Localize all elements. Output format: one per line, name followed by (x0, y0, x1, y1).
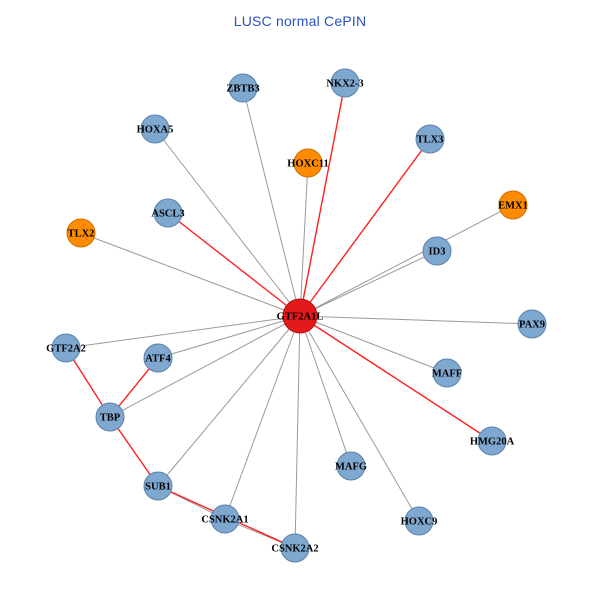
node-circle-ZBTB3[interactable] (228, 73, 258, 103)
edge-GTF2A1L-TBP (109, 315, 301, 418)
edge-GTF2A1L-TLX2 (80, 232, 301, 317)
plot-title: LUSC normal CePIN (233, 13, 367, 29)
node-circle-SUB1[interactable] (143, 471, 173, 501)
node-circle-CSNK2A2[interactable] (280, 533, 310, 563)
edge-GTF2A1L-SUB1 (157, 315, 301, 487)
node-circle-GTF2A1L[interactable] (282, 298, 318, 334)
node-circle-PAX9[interactable] (517, 309, 547, 339)
node-circle-ASCL3[interactable] (153, 198, 183, 228)
node-circle-ID3[interactable] (422, 236, 452, 266)
edge-GTF2A1L-ASCL3 (167, 212, 301, 317)
node-TBP[interactable]: TBP (95, 402, 125, 432)
edge-GTF2A1L-ZBTB3 (242, 87, 301, 317)
node-HOXC11[interactable]: HOXC11 (287, 148, 329, 178)
node-circle-NKX2-3[interactable] (330, 68, 360, 98)
node-CSNK2A2[interactable]: CSNK2A2 (271, 533, 319, 563)
edge-GTF2A1L-HOXC9 (299, 315, 420, 522)
node-circle-ATF4[interactable] (143, 343, 173, 373)
edge-GTF2A1L-CSNK2A1 (224, 315, 301, 520)
edge-GTF2A1L-MAFF (299, 315, 448, 374)
node-HOXC9[interactable]: HOXC9 (401, 506, 438, 536)
node-circle-GTF2A2[interactable] (51, 333, 81, 363)
edge-GTF2A1L-NKX2-3 (299, 82, 346, 317)
node-circle-HOXC11[interactable] (293, 148, 323, 178)
node-GTF2A2[interactable]: GTF2A2 (46, 333, 86, 363)
node-PAX9[interactable]: PAX9 (517, 309, 547, 339)
edge-GTF2A1L-EMX1 (299, 204, 514, 317)
node-circle-TLX2[interactable] (66, 218, 96, 248)
node-ZBTB3[interactable]: ZBTB3 (226, 73, 260, 103)
edge-GTF2A1L-HOXA5 (154, 128, 301, 317)
edge-GTF2A1L-MAFG (299, 315, 352, 467)
node-circle-HOXA5[interactable] (140, 114, 170, 144)
edge-GTF2A1L-TLX3 (299, 138, 431, 317)
edge-GTF2A1L-ID3 (299, 250, 438, 317)
edge-GTF2A1L-GTF2A2 (65, 315, 301, 349)
node-ID3[interactable]: ID3 (422, 236, 452, 266)
node-circle-CSNK2A1[interactable] (210, 504, 240, 534)
edge-GTF2A1L-HOXC11 (299, 162, 309, 317)
edge-GTF2A1L-HMG20A (299, 315, 493, 442)
node-circle-TLX3[interactable] (415, 124, 445, 154)
node-circle-MAFG[interactable] (336, 451, 366, 481)
edge-GTF2A1L-PAX9 (299, 315, 533, 325)
node-SUB1[interactable]: SUB1 (143, 471, 173, 501)
node-EMX1[interactable]: EMX1 (498, 190, 528, 220)
node-circle-EMX1[interactable] (498, 190, 528, 220)
node-circle-HOXC9[interactable] (404, 506, 434, 536)
node-ATF4[interactable]: ATF4 (143, 343, 173, 373)
node-MAFF[interactable]: MAFF (432, 358, 462, 388)
node-TLX3[interactable]: TLX3 (415, 124, 445, 154)
node-circle-TBP[interactable] (95, 402, 125, 432)
node-MAFG[interactable]: MAFG (335, 451, 367, 481)
edge-GTF2A1L-ATF4 (157, 315, 301, 359)
node-TLX2[interactable]: TLX2 (66, 218, 96, 248)
node-HOXA5[interactable]: HOXA5 (137, 114, 174, 144)
node-circle-MAFF[interactable] (432, 358, 462, 388)
node-NKX2-3[interactable]: NKX2-3 (326, 68, 364, 98)
node-circle-HMG20A[interactable] (477, 426, 507, 456)
edge-GTF2A1L-CSNK2A2 (294, 315, 301, 549)
